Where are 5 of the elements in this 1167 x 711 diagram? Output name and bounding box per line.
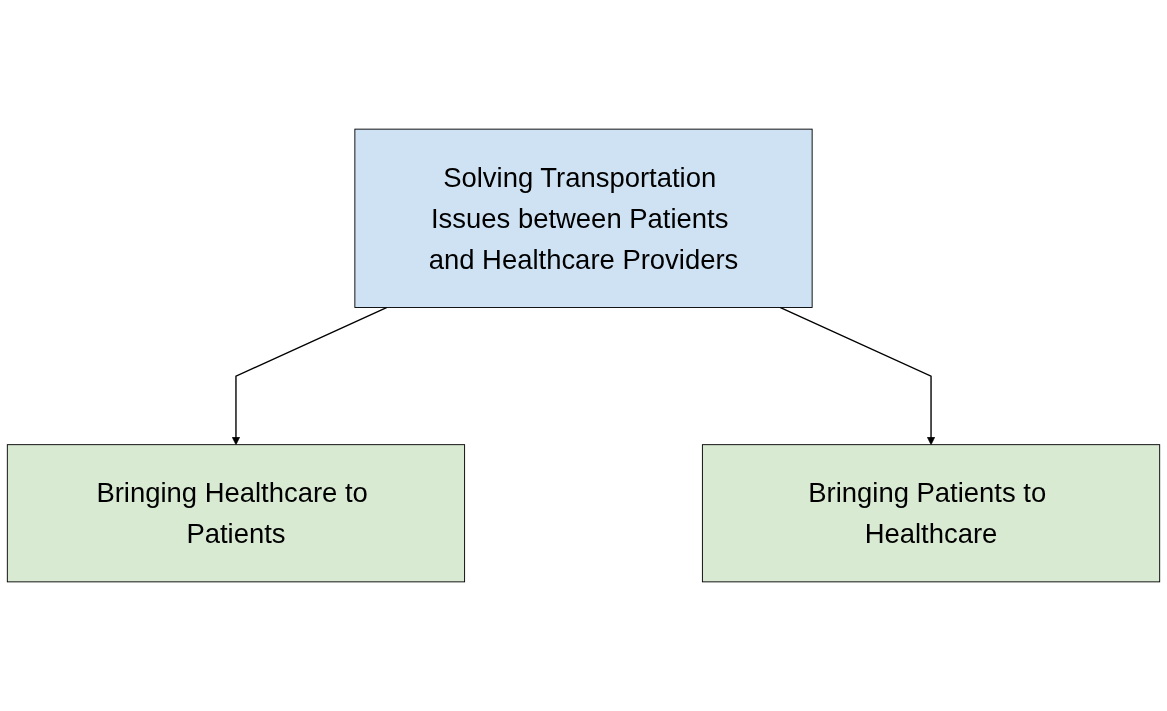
node-box: Bringing Healthcare to Patients [6,444,466,583]
node-box: Bringing Patients to Healthcare [701,444,1161,583]
arrow [779,306,936,446]
node-box: Solving Transportation Issues between Patients and Healthcare Providers [354,128,813,308]
arrow [231,306,388,446]
